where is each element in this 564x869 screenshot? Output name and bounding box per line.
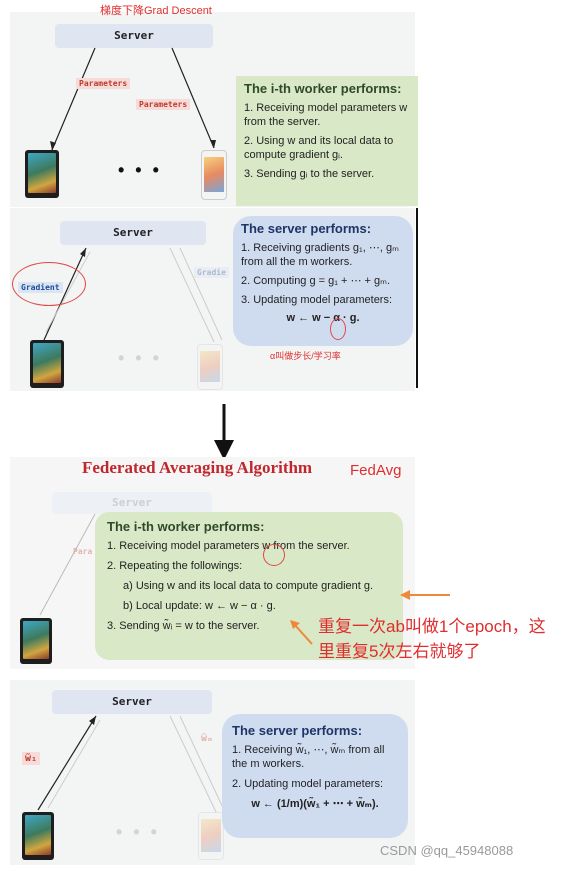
server-card: The server performs: 1. Receiving gradie… — [233, 216, 413, 346]
parameters-tag-right: Parameters — [136, 99, 191, 110]
arrows-section3 — [39, 513, 96, 616]
server-box: Server — [55, 24, 213, 48]
divider-line — [416, 208, 418, 388]
orange-arrow-icon — [290, 620, 313, 645]
fedavg-server-step-2: 2. Updating model parameters: — [232, 778, 384, 790]
handwritten-circle-alpha — [330, 318, 346, 340]
phone-icon — [198, 812, 224, 860]
server-card-title: The server performs: — [241, 221, 372, 236]
fedavg-title: Federated Averaging Algorithm — [82, 458, 313, 477]
fedavg-worker-card: The i-th worker performs: 1. Receiving m… — [95, 512, 403, 660]
arrows-section1 — [50, 47, 216, 151]
handwritten-circle-gradient — [12, 262, 86, 306]
gradient-tag-faded: Gradie — [194, 267, 229, 278]
fedavg-step-1: 1. Receiving model parameters w from the… — [107, 540, 350, 552]
server-step-1: 1. Receiving gradients g₁, ⋯, gₘ from al… — [241, 242, 399, 268]
tablet-icon — [30, 340, 64, 388]
fedavg-step-2b: b) Local update: w ← w − α · g. — [123, 600, 276, 612]
server-step-2: 2. Computing g = g₁ + ⋯ + gₘ. — [241, 275, 391, 287]
parameters-tag-faded: Para — [73, 547, 93, 556]
server-step-3: 3. Updating model parameters: — [241, 294, 393, 306]
csdn-watermark: CSDN @qq_45948088 — [380, 843, 514, 858]
wm-tag-faded: w̃ₘ — [201, 733, 214, 744]
server-box-faded: Server — [52, 492, 212, 514]
worker-step-1: 1. Receiving model parameters w from the… — [244, 102, 408, 128]
epoch-annotation: 重复一次ab叫做1个epoch，这里重复5次左右就够了 — [318, 617, 546, 661]
tablet-icon — [25, 150, 59, 198]
worker-step-3: 3. Sending gᵢ to the server. — [244, 168, 375, 180]
ellipsis-dots: • • • — [118, 160, 162, 180]
worker-card-title: The i-th worker performs: — [244, 81, 402, 96]
w1-tag: w̃₁ — [22, 752, 41, 765]
phone-icon — [197, 344, 223, 390]
server-box: Server — [52, 690, 212, 714]
tablet-icon — [20, 618, 52, 664]
fedavg-server-card: The server performs: 1. Receiving w̃₁, ⋯… — [222, 714, 408, 838]
fedavg-step-3: 3. Sending w̃ᵢ = w to the server. — [107, 620, 260, 632]
fedavg-step-2a: a) Using w and its local data to compute… — [123, 580, 374, 592]
fedavg-worker-title: The i-th worker performs: — [107, 519, 265, 534]
fedavg-label: FedAvg — [350, 462, 402, 479]
down-arrow-icon — [214, 404, 234, 460]
orange-arrow-icon — [400, 590, 450, 600]
fedavg-step-2: 2. Repeating the followings: — [107, 560, 243, 572]
server-box: Server — [60, 221, 206, 245]
worker-step-2: 2. Using w and its local data to compute… — [244, 135, 394, 161]
worker-card: The i-th worker performs: 1. Receiving m… — [236, 76, 418, 206]
phone-icon — [201, 150, 227, 200]
handwritten-circle-w — [263, 544, 285, 566]
parameters-tag-left: Parameters — [76, 78, 131, 89]
ellipsis-dots: • • • — [116, 822, 160, 842]
fedavg-server-step-1: 1. Receiving w̃₁, ⋯, w̃ₘ from all the m … — [232, 744, 385, 770]
fedavg-server-title: The server performs: — [232, 723, 363, 738]
ellipsis-dots: • • • — [118, 348, 162, 368]
top-note: 梯度下降Grad Descent — [100, 5, 212, 17]
fedavg-average-formula: w ← (1/m)(w̃₁ + ⋯ + w̃ₘ). — [251, 798, 379, 810]
tablet-icon — [22, 812, 54, 860]
alpha-note: α叫做步长/学习率 — [270, 351, 341, 361]
